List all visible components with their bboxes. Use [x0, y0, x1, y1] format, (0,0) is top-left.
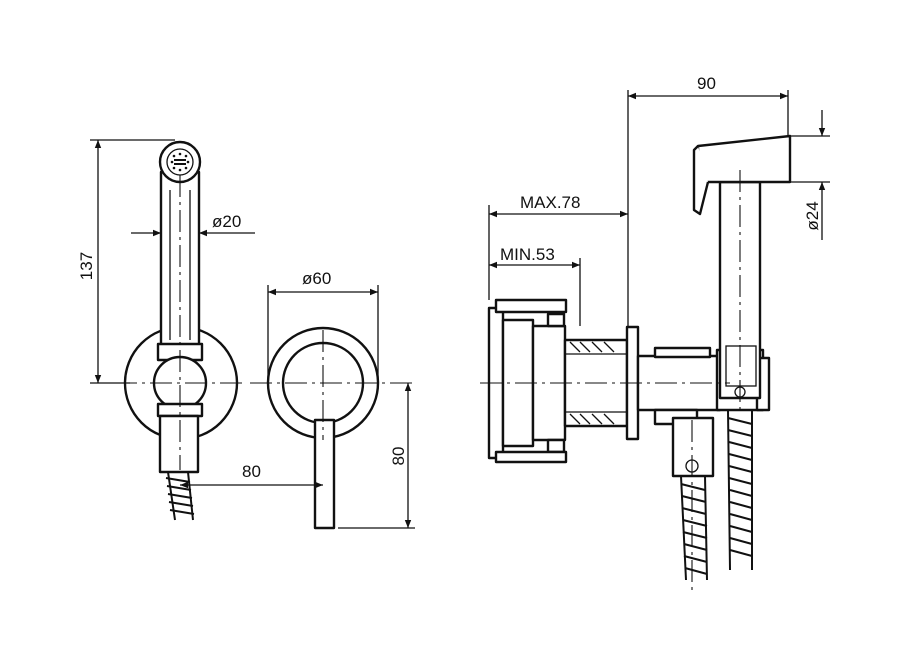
dim-label-o60: ø60 — [302, 269, 331, 288]
front-view-handset — [115, 140, 245, 521]
dim-label-90: 90 — [697, 74, 716, 93]
dim-label-max78: MAX.78 — [520, 193, 580, 212]
spray-nozzles-icon — [170, 152, 190, 172]
dim-max-depth: MAX.78 — [488, 193, 628, 300]
dim-hose-diameter: ø20 — [131, 212, 255, 237]
lever-handle — [313, 418, 336, 530]
front-view-lever — [250, 326, 415, 530]
dim-head-diameter: ø24 — [790, 110, 830, 240]
flexible-hose-side — [680, 409, 753, 581]
dim-label-80-vertical: 80 — [389, 447, 408, 466]
dim-min-depth: MIN.53 — [489, 245, 581, 326]
hose-connector — [158, 414, 200, 474]
hose-elbow — [671, 416, 715, 478]
dim-label-80-horizontal: 80 — [242, 462, 261, 481]
dim-plate-diameter: ø60 — [267, 269, 379, 380]
side-view — [480, 134, 792, 590]
dim-label-min53: MIN.53 — [500, 245, 555, 264]
flexible-hose-front — [165, 471, 195, 521]
dim-label-o20: ø20 — [212, 212, 241, 231]
dim-lever-spacing: 80 — [180, 462, 323, 489]
dim-handset-height: 137 — [77, 139, 175, 384]
dim-projection: 90 — [627, 74, 789, 327]
dim-lever-drop: 80 — [338, 383, 415, 529]
dim-label-o24: ø24 — [803, 201, 822, 230]
spray-head-side — [696, 134, 792, 184]
dim-label-137: 137 — [77, 252, 96, 280]
